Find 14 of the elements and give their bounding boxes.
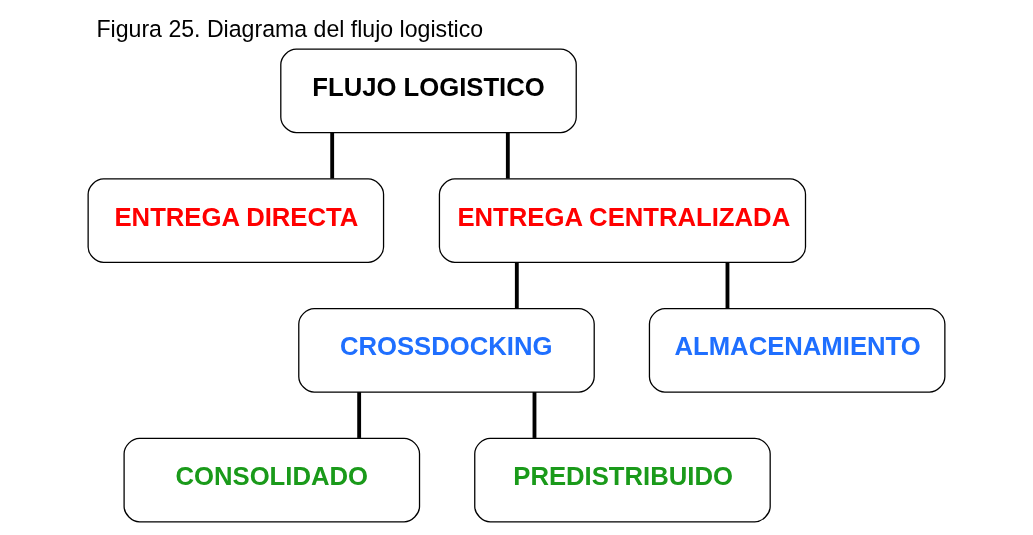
connector [725,262,730,309]
node-box: FLUJO LOGISTICO [280,48,577,134]
node-box: CONSOLIDADO [123,437,421,523]
node-box: ALMACENAMIENTO [648,307,946,393]
diagram-title: Figura 25. Diagrama del flujo logistico [96,15,484,42]
connector [514,262,519,309]
connector [532,392,537,438]
connector [505,132,510,179]
node-box: PREDISTRIBUIDO [474,437,771,523]
node-box: CROSSDOCKING [298,307,595,393]
node-box: ENTREGA CENTRALIZADA [438,178,807,263]
connector [330,132,335,179]
connector [357,392,362,438]
node-box: ENTREGA DIRECTA [87,178,385,263]
